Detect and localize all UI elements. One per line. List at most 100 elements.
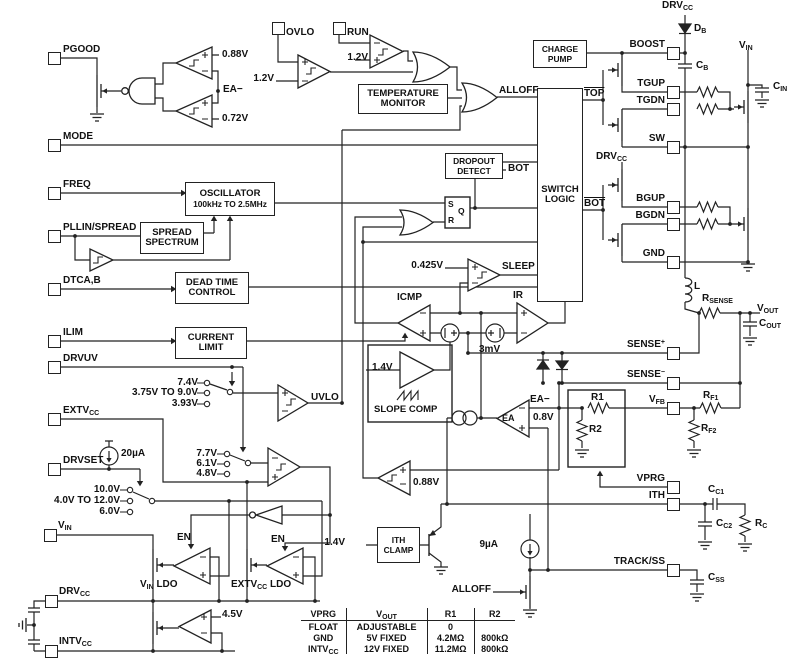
db-diode <box>677 23 693 35</box>
fb-088-comparator <box>376 459 411 497</box>
component-label-rsense: RSENSE <box>702 293 733 305</box>
cc1-capacitor <box>712 498 718 510</box>
or-gate-1 <box>411 51 452 83</box>
pin-label-gnd: GND <box>642 248 665 259</box>
clamp-diode-up <box>535 359 551 370</box>
value-12v-run: 1.2V <box>347 52 368 63</box>
latch-r: R <box>448 215 455 225</box>
component-label-css: CSS <box>708 572 725 584</box>
rail-label-drvcc-driver: DRVCC <box>596 151 628 163</box>
signal-sleep: SLEEP <box>502 261 535 272</box>
pin-label-sw: SW <box>648 133 665 144</box>
component-label-rf1: RF1 <box>703 390 719 402</box>
trackss-pulldown-mosfet <box>515 575 531 609</box>
value-14v-ith: 1.4V <box>324 537 345 548</box>
pin-label-mode: MODE <box>63 131 93 142</box>
component-label-rf2: RF2 <box>701 423 717 435</box>
value-extvcc-opt3: 4.8V <box>196 468 217 479</box>
table-header-r2: R2 <box>473 608 515 621</box>
pin-extvcc <box>48 413 61 426</box>
component-label-cin: CIN <box>773 81 788 93</box>
pin-label-drvuv: DRVUV <box>63 353 98 364</box>
pin-bgup <box>667 201 680 214</box>
rail-label-vin-right: VIN <box>739 40 753 52</box>
pin-label-vprg: VPRG <box>636 473 665 484</box>
temperature-monitor-block: TEMPERATURE MONITOR <box>358 84 448 114</box>
table-header-r1: R1 <box>426 608 475 621</box>
value-072v-pgood: 0.72V <box>222 113 249 124</box>
pin-label-ith: ITH <box>648 490 665 501</box>
pin-label-freq: FREQ <box>63 179 91 190</box>
intvcc-45v-amp <box>177 608 212 645</box>
selector-switches <box>120 379 252 516</box>
amp-marks <box>93 42 527 634</box>
value-088v-pgood: 0.88V <box>222 49 249 60</box>
signal-icmp: ICMP <box>397 292 422 303</box>
pin-sense-plus <box>667 347 680 360</box>
pin-sw <box>667 141 680 154</box>
ith-clamp-bjt <box>428 530 436 556</box>
pin-label-extvcc: EXTVCC <box>63 405 100 417</box>
pin-mode <box>48 139 61 152</box>
signal-top-bar: TOP <box>584 88 605 99</box>
cin-capacitor <box>755 87 769 93</box>
pin-label-drvcc: DRVCC <box>59 586 91 598</box>
pin-label-boost: BOOST <box>629 39 665 50</box>
signal-en-extvcc: EN <box>271 534 285 545</box>
pin-vprg <box>667 481 680 494</box>
pin-tgup <box>667 86 680 99</box>
minus-marks <box>200 42 527 634</box>
signal-uvlo: UVLO <box>311 392 339 403</box>
switch-logic-block: SWITCH LOGIC <box>537 88 583 302</box>
pin-intvcc <box>45 645 58 658</box>
offset-3mv-source <box>485 323 505 343</box>
value-extvcc-opt2: 6.1V <box>196 458 217 469</box>
signal-ea-minus: EA− <box>530 394 550 405</box>
cc2-capacitor <box>698 521 712 527</box>
pllin-buffer <box>89 247 115 273</box>
pin-vfb <box>667 402 680 415</box>
ovlo-comparator <box>297 53 332 90</box>
component-label-db: DB <box>694 23 707 35</box>
extvcc-ldo-mosfet <box>246 548 262 582</box>
value-extvcc-opt1: 7.7V <box>196 448 217 459</box>
uvlo-comparator <box>277 383 310 423</box>
extvcc-comparator <box>267 446 302 488</box>
drvuv-wiper <box>226 388 234 396</box>
component-label-cc1: CC1 <box>708 484 725 496</box>
pin-label-ilim: ILIM <box>63 327 83 338</box>
sleep-comparator <box>467 257 502 293</box>
or-gate-reset <box>398 209 435 236</box>
current-sources <box>99 323 540 559</box>
pin-label-bgup: BGUP <box>636 193 665 204</box>
bgup-resistor <box>696 201 719 213</box>
pin-ilim <box>48 335 61 348</box>
value-14v-slope: 1.4V <box>372 362 393 373</box>
component-label-r1: R1 <box>591 392 604 403</box>
component-label-vout: VOUT <box>757 303 779 315</box>
pin-gnd <box>667 256 680 269</box>
vin-ldo-mosfet <box>152 548 168 582</box>
signal-bot-dropout: BOT <box>508 163 530 174</box>
dropout-detect-block: DROPOUT DETECT <box>445 153 503 179</box>
inverter <box>254 505 283 525</box>
sawtooth-glyph <box>396 389 419 402</box>
islope-source <box>440 323 460 343</box>
rail-label-drvcc-top: DRVCC <box>662 0 694 12</box>
junction-dots <box>32 51 752 653</box>
value-20ua: 20µA <box>121 448 146 459</box>
passives <box>28 23 769 645</box>
component-label-cout: COUT <box>759 318 782 330</box>
charge-pump-block: CHARGE PUMP <box>533 40 587 68</box>
value-08v: 0.8V <box>533 412 554 423</box>
cout-capacitor <box>743 321 757 327</box>
pin-label-sense-plus: SENSE+ <box>627 339 665 350</box>
pin-label-intvcc: INTVCC <box>59 636 92 648</box>
signal-bot-bar: BOT <box>584 198 606 209</box>
signal-en-vin: EN <box>177 532 191 543</box>
css-capacitor <box>690 579 704 585</box>
nand-bubble <box>121 87 129 95</box>
component-label-rc: RC <box>755 518 768 530</box>
